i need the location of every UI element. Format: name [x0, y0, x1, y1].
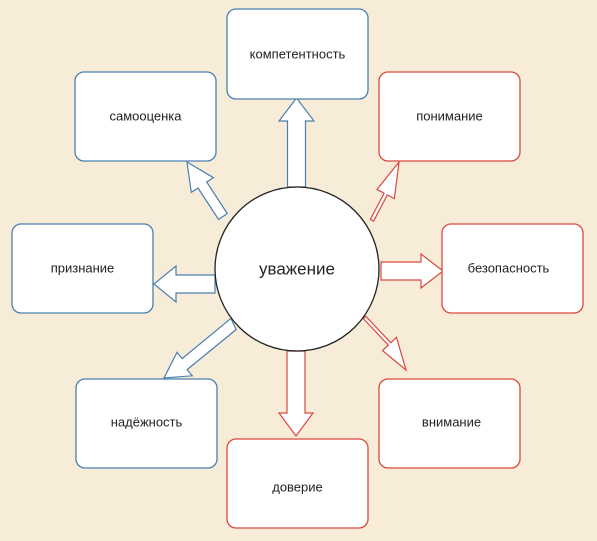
box-doverie: доверие	[226, 438, 369, 529]
label-vnimanie: внимание	[422, 414, 481, 429]
box-bezopasnost-frame	[441, 223, 584, 314]
box-kompetentnost: компетентность	[226, 8, 369, 100]
arrow-to-bezopasnost	[380, 252, 444, 290]
box-vnimanie: внимание	[378, 378, 521, 469]
label-bezopasnost: безопасность	[468, 260, 550, 275]
box-bezopasnost: безопасность	[441, 223, 584, 314]
label-ponimanie: понимание	[416, 108, 483, 123]
box-nadezhnost: надёжность	[75, 378, 218, 469]
box-samoocenka: самооценка	[74, 71, 217, 162]
box-nadezhnost-frame	[75, 378, 218, 469]
box-samoocenka-frame	[74, 71, 217, 162]
box-priznanie: признание	[11, 223, 154, 314]
label-nadezhnost: надёжность	[111, 414, 183, 429]
arrow-to-nadezhnost	[162, 317, 237, 379]
box-kompetentnost-frame	[226, 8, 369, 100]
center-label: уважение	[259, 259, 335, 278]
arrow-to-samoocenka	[186, 160, 229, 221]
arrow-to-priznanie	[153, 264, 216, 304]
box-ponimanie-frame	[378, 71, 521, 162]
label-kompetentnost: компетентность	[250, 46, 346, 61]
arrows	[153, 97, 444, 438]
box-priznanie-frame	[11, 223, 154, 314]
box-doverie-frame	[226, 438, 369, 529]
box-vnimanie-frame	[378, 378, 521, 469]
label-doverie: доверие	[272, 479, 323, 494]
arrow-to-ponimanie	[369, 159, 400, 223]
label-samoocenka: самооценка	[109, 108, 182, 123]
arrow-to-kompetentnost	[277, 97, 316, 188]
arrow-to-vnimanie	[362, 315, 408, 372]
box-ponimanie: понимание	[378, 71, 521, 162]
center-circle	[214, 186, 380, 352]
arrow-to-doverie	[277, 350, 315, 438]
center-node: уважение	[214, 186, 380, 352]
label-priznanie: признание	[51, 260, 115, 275]
